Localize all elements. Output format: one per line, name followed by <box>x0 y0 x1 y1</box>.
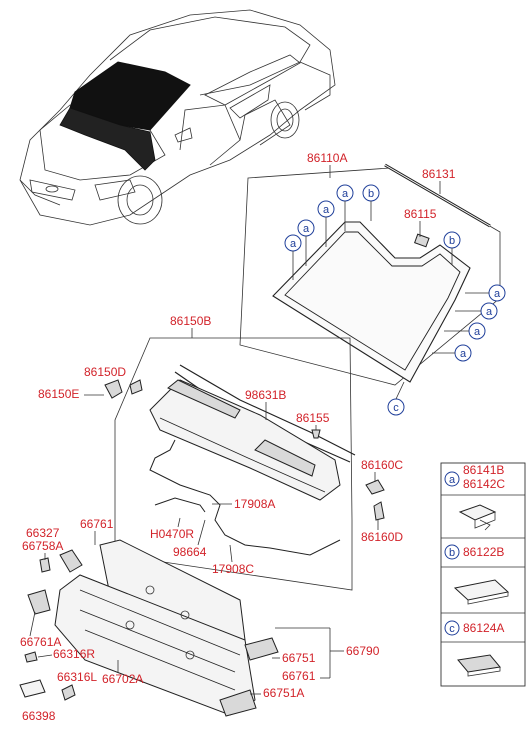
callout-a-2: a <box>297 219 315 266</box>
svg-text:c: c <box>393 402 399 414</box>
cowl-group: 86150B 86150D 86150E 98631B 86155 86160C… <box>38 314 403 591</box>
label-86150B: 86150B <box>170 314 211 328</box>
svg-text:a: a <box>449 474 456 486</box>
label-86115: 86115 <box>404 207 437 221</box>
label-H0470R: H0470R <box>150 527 194 541</box>
label-66316L: 66316L <box>57 670 97 684</box>
label-66751A: 66751A <box>263 686 304 700</box>
label-86160D: 86160D <box>361 530 403 544</box>
legend-table: a 86141B 86142C b 86122B c 86124A <box>440 462 526 687</box>
svg-text:a: a <box>474 326 481 338</box>
windshield-stopper <box>414 233 430 248</box>
legend-b-part: 86122B <box>463 545 504 559</box>
label-66761-top: 66761 <box>80 517 114 531</box>
reinforcement-66751 <box>244 637 279 661</box>
legend-row-b: b 86122B <box>444 544 510 605</box>
label-66398: 66398 <box>22 709 56 723</box>
car-illustration <box>19 9 336 226</box>
label-86150D: 86150D <box>84 365 126 379</box>
callout-a-5: a <box>465 284 506 302</box>
label-17908C: 17908C <box>212 562 254 576</box>
callout-b-2: b <box>443 231 461 265</box>
dash-panel-group: 66327 66758A 66761 66761A 66316R 66316L … <box>19 517 380 723</box>
callout-a-4: a <box>336 184 354 231</box>
svg-text:a: a <box>342 188 349 200</box>
label-86131: 86131 <box>422 167 456 181</box>
label-86155: 86155 <box>296 411 330 425</box>
svg-text:b: b <box>449 235 455 247</box>
callout-c-1: c <box>387 381 405 416</box>
label-66316R: 66316R <box>53 647 95 661</box>
svg-text:a: a <box>303 223 310 235</box>
svg-text:b: b <box>449 547 455 559</box>
washer-hose <box>149 439 341 556</box>
legend-row-a: a 86141B 86142C <box>444 463 505 531</box>
label-86160C: 86160C <box>361 458 403 472</box>
label-66751: 66751 <box>282 651 316 665</box>
callout-b-1: b <box>362 184 380 221</box>
legend-a-part-2: 86142C <box>463 477 505 491</box>
label-98664: 98664 <box>173 545 207 559</box>
car-cowl-highlight <box>59 107 156 171</box>
legend-a-part-1: 86141B <box>463 463 504 477</box>
label-86150E: 86150E <box>38 387 79 401</box>
svg-text:a: a <box>290 238 297 250</box>
svg-text:b: b <box>368 188 374 200</box>
windshield-glass <box>272 221 471 383</box>
callout-a-8: a <box>432 344 472 362</box>
callout-a-6: a <box>455 302 498 320</box>
bracket-86150D <box>104 379 123 399</box>
label-66758A: 66758A <box>22 539 63 553</box>
label-66761A: 66761A <box>20 635 61 649</box>
legend-c-part: 86124A <box>463 621 504 635</box>
bracket-86150E <box>129 379 143 395</box>
svg-text:c: c <box>449 623 455 635</box>
label-66702A: 66702A <box>102 672 143 686</box>
label-66327: 66327 <box>26 526 60 540</box>
legend-row-c: c 86124A <box>444 620 504 677</box>
side-cover-86160D <box>373 501 385 521</box>
label-98631B: 98631B <box>245 388 286 402</box>
svg-text:a: a <box>486 306 493 318</box>
callout-a-7: a <box>444 322 486 340</box>
callout-a-1: a <box>284 234 302 280</box>
svg-text:a: a <box>494 288 501 300</box>
label-86110A: 86110A <box>307 151 347 165</box>
callout-a-3: a <box>317 200 335 247</box>
cowl-box <box>114 337 353 591</box>
label-17908A: 17908A <box>234 497 275 511</box>
cowl-top-cover <box>149 379 341 501</box>
svg-text:a: a <box>460 348 467 360</box>
reinforcement-66751A <box>219 689 257 717</box>
side-cover-86160C <box>365 479 385 495</box>
svg-text:a: a <box>323 204 330 216</box>
label-66761-bottom: 66761 <box>282 669 316 683</box>
label-66790: 66790 <box>346 644 380 658</box>
windshield-group: 86110A 86131 86115 a a a a b <box>239 151 506 416</box>
